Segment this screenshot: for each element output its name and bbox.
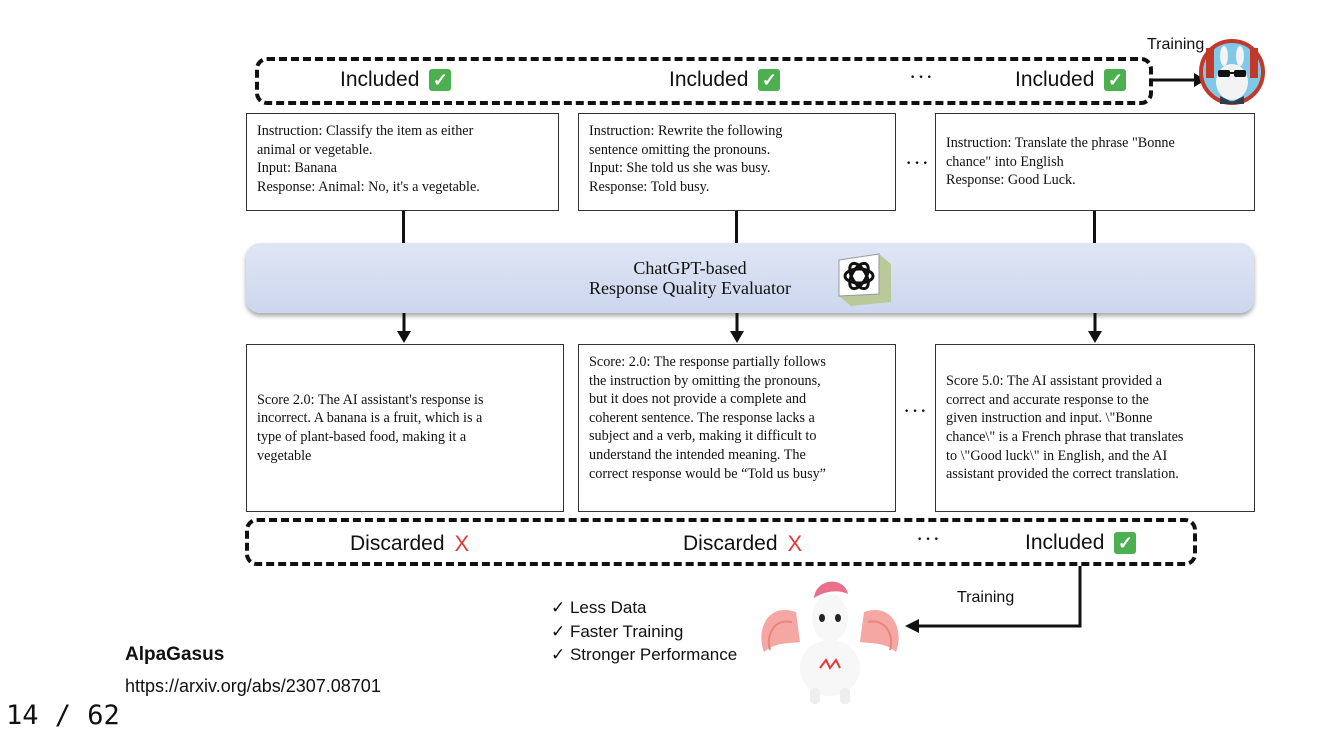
cross-icon: X [787,531,803,556]
bottom-training-label: Training [957,589,1015,606]
top-status-1: Included ✓ [340,68,452,92]
top-status-3: Included ✓ [1015,68,1127,92]
checkbox-icon: ✓ [1114,532,1137,554]
openai-logo-icon [838,253,891,306]
footer-url[interactable]: https://arxiv.org/abs/2307.08701 [125,676,381,696]
top-ellipsis: ··· [909,64,934,89]
checkbox-icon: ✓ [1104,69,1127,91]
evaluator-line-2: Response Quality Evaluator [589,278,791,298]
bottom-ellipsis: ··· [916,526,941,551]
instruction-box-3: Instruction: Translate the phrase "Bonne… [935,113,1255,211]
connector-line [402,211,405,243]
bottom-status-1: Discarded X [350,531,469,557]
evaluator-line-1: ChatGPT-based [633,258,747,278]
bottom-status-3: Included ✓ [1025,531,1137,555]
bottom-training-arrow [905,566,1082,633]
footer-title: AlpaGasus [125,644,225,665]
score-ellipsis: ··· [903,398,928,423]
alpagasus-mascot-icon [761,581,899,704]
benefits-list: ✓ Less Data ✓ Faster Training ✓ Stronger… [551,596,737,667]
evaluator-label: ChatGPT-based Response Quality Evaluator [540,258,840,298]
bottom-status-band [245,518,1197,566]
connector-line [735,211,738,243]
top-status-2: Included ✓ [669,68,781,92]
checkbox-icon: ✓ [429,69,452,91]
page-number: 14 / 62 [6,700,120,731]
status-label: Included [340,68,420,91]
instruction-box-1: Instruction: Classify the item as either… [246,113,559,211]
instruction-box-2: Instruction: Rewrite the following sente… [578,113,896,211]
evaluator-arrow-3 [1088,313,1102,343]
llama-avatar-icon [1199,39,1265,105]
top-training-label: Training [1147,36,1205,53]
benefit-item: ✓ Less Data [551,598,647,617]
evaluator-bar [246,243,1254,313]
status-label: Included [669,68,749,91]
score-box-1: Score 2.0: The AI assistant's response i… [246,344,564,512]
score-box-3: Score 5.0: The AI assistant provided a c… [935,344,1255,512]
status-label: Included [1025,531,1105,554]
checkbox-icon: ✓ [758,69,781,91]
status-label: Discarded [683,532,778,555]
score-box-2: Score: 2.0: The response partially follo… [578,344,896,512]
bottom-status-2: Discarded X [683,531,802,557]
evaluator-arrow-2 [730,313,744,343]
connector-line [1093,211,1096,243]
instruction-ellipsis: ··· [905,150,930,175]
evaluator-arrow-1 [397,313,411,343]
status-label: Included [1015,68,1095,91]
benefit-item: ✓ Faster Training [551,621,684,641]
benefit-item: ✓ Stronger Performance [551,645,738,664]
status-label: Discarded [350,532,445,555]
cross-icon: X [454,531,470,556]
